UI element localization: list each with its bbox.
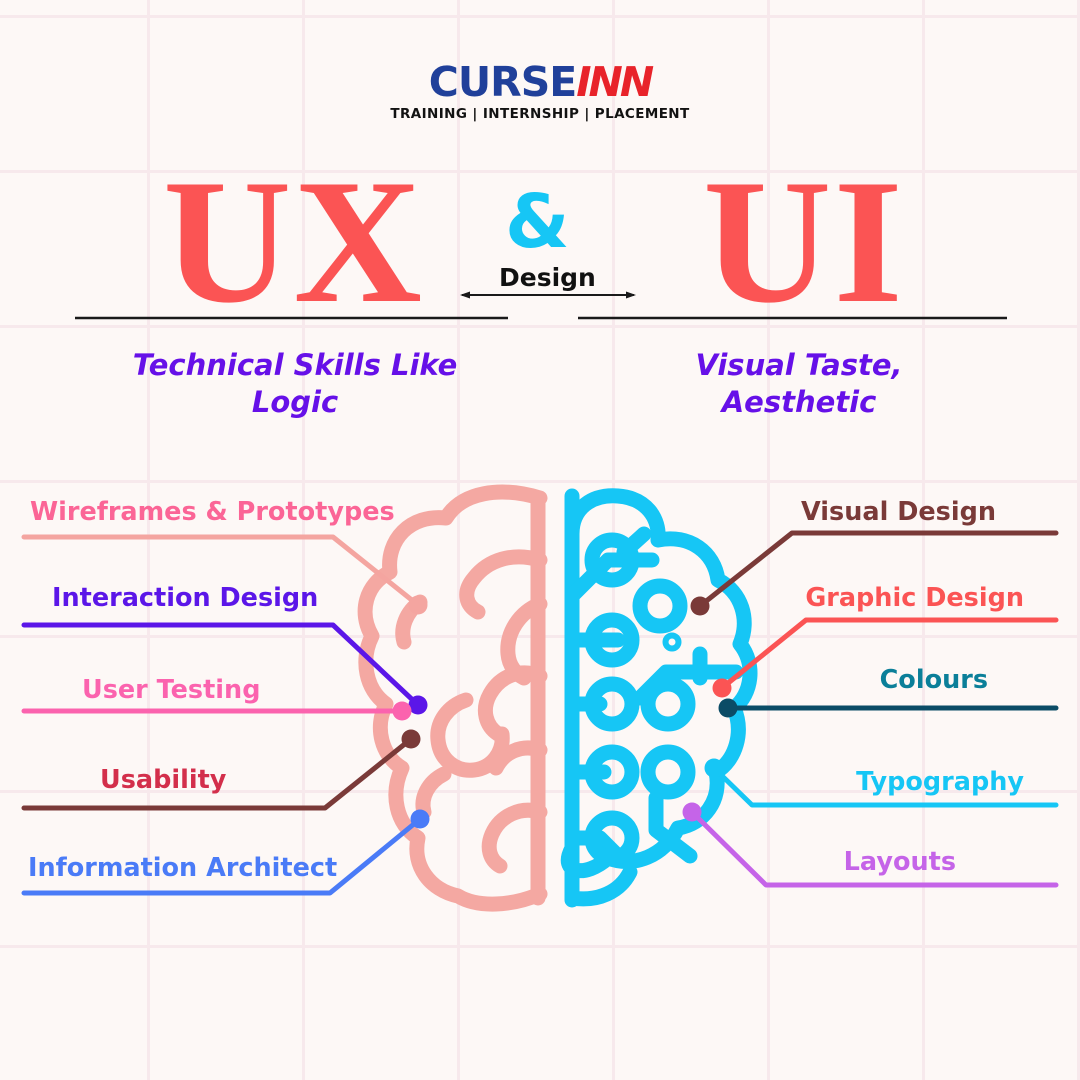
ui-label-visual-design: Visual Design xyxy=(801,497,996,527)
heading-ux: UX xyxy=(163,142,425,340)
logo-tagline: TRAINING | INTERNSHIP | PLACEMENT xyxy=(390,106,690,122)
subtitle-ui: Visual Taste, Aesthetic xyxy=(695,348,903,420)
logo-text-inn: INN xyxy=(576,58,654,106)
ui-label-colours: Colours xyxy=(879,665,988,695)
brand-logo: CURSEINN TRAINING | INTERNSHIP | PLACEME… xyxy=(0,45,1080,122)
ux-label-user-testing: User Testing xyxy=(82,675,261,705)
right-brain-circuit xyxy=(560,488,758,908)
subtitle-ux: Technical Skills Like Logic xyxy=(132,348,458,420)
ui-label-typography: Typography xyxy=(856,767,1024,797)
ux-label-usability: Usability xyxy=(100,765,227,795)
ampersand-symbol: & xyxy=(505,179,570,265)
heading-ui: UI xyxy=(703,142,905,340)
ui-label-graphic-design: Graphic Design xyxy=(805,583,1024,613)
ux-label-wireframes-prototypes: Wireframes & Prototypes xyxy=(30,497,395,527)
ux-label-interaction-design: Interaction Design xyxy=(52,583,319,613)
design-word: Design xyxy=(499,263,596,292)
design-double-arrow xyxy=(460,291,636,299)
logo-wordmark: CURSEINN xyxy=(429,45,654,103)
logo-text-course: CURSE xyxy=(428,58,578,106)
ui-connector-dots xyxy=(682,596,738,822)
ui-label-layouts: Layouts xyxy=(843,847,956,877)
left-brain-hemisphere xyxy=(357,484,548,912)
ux-label-information-architect: Information Architect xyxy=(28,853,338,883)
ux-connector-dots xyxy=(392,595,430,829)
